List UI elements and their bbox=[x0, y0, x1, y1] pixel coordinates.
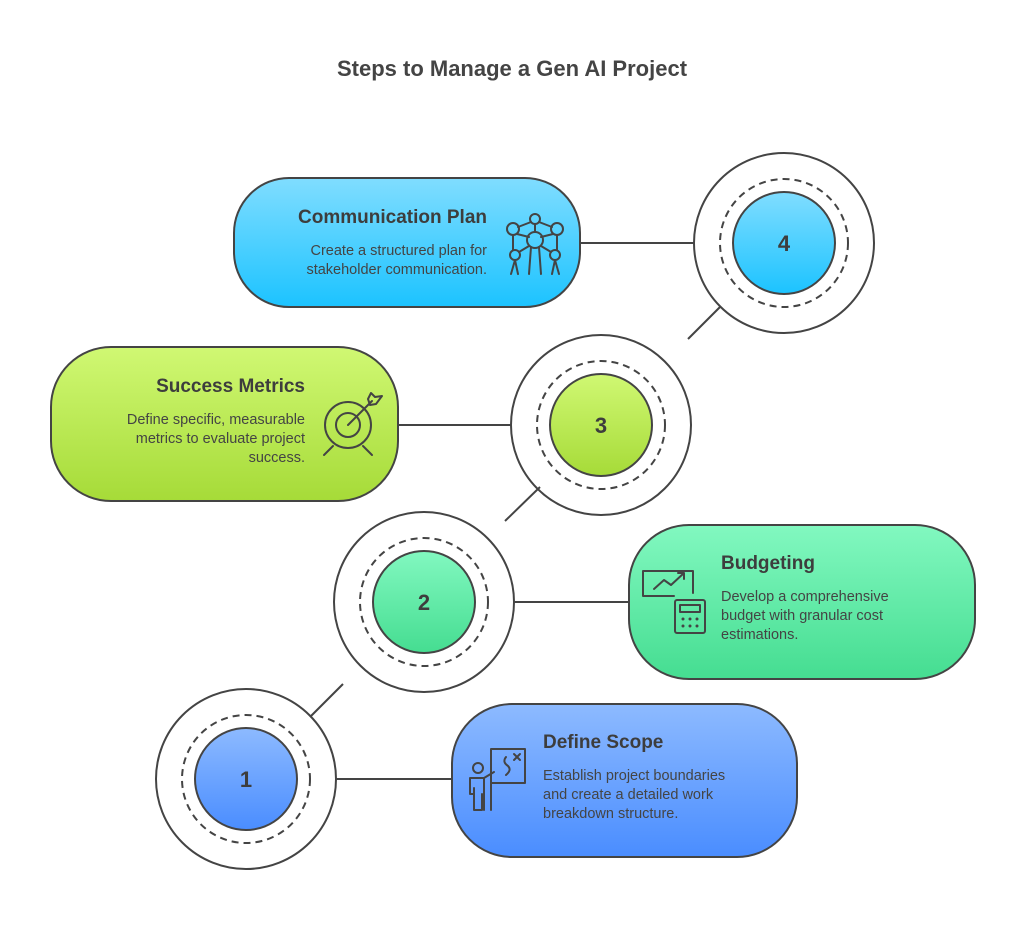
connector-stub bbox=[504, 486, 541, 522]
description-line: metrics to evaluate project bbox=[135, 431, 305, 447]
target-arrow-icon bbox=[323, 392, 383, 456]
step-title: Budgeting bbox=[721, 553, 815, 574]
step-3-number: 3 bbox=[595, 413, 607, 438]
step-2-number: 2 bbox=[418, 590, 430, 615]
step-description: Establish project boundaries and create … bbox=[543, 767, 783, 824]
dashed-ring bbox=[719, 178, 849, 308]
step-title: Communication Plan bbox=[298, 207, 487, 228]
dashed-ring bbox=[359, 537, 489, 667]
step-1-number: 1 bbox=[240, 767, 252, 792]
card-success-metrics bbox=[50, 346, 399, 502]
define-scope-text: Define Scope Establish project boundarie… bbox=[543, 731, 783, 824]
step-title: Success Metrics bbox=[156, 376, 305, 397]
step-3-circle bbox=[549, 373, 653, 477]
card-communication-plan bbox=[233, 177, 581, 308]
chart-calculator-icon bbox=[642, 570, 706, 634]
diagram-title: Steps to Manage a Gen AI Project bbox=[336, 56, 688, 81]
budgeting-text: Budgeting Develop a comprehensive budget… bbox=[721, 552, 961, 645]
description-line: estimations. bbox=[721, 627, 799, 643]
description-line: Define specific, measurable bbox=[126, 412, 305, 428]
outer-ring bbox=[333, 511, 515, 693]
outer-ring bbox=[693, 152, 875, 334]
step-1-circle bbox=[194, 727, 298, 831]
presenter-board-icon bbox=[469, 748, 526, 811]
network-structure-icon bbox=[506, 213, 564, 275]
description-line: budget with granular cost bbox=[721, 608, 884, 624]
connector-stub bbox=[687, 306, 721, 340]
description-line: breakdown structure. bbox=[543, 806, 679, 822]
communication-plan-text: Communication Plan Create a structured p… bbox=[247, 206, 487, 280]
dashed-ring bbox=[536, 360, 666, 490]
description-line: success. bbox=[248, 450, 305, 466]
description-line: stakeholder communication. bbox=[306, 262, 487, 278]
success-metrics-text: Success Metrics Define specific, measura… bbox=[65, 375, 305, 468]
card-define-scope bbox=[451, 703, 798, 858]
step-description: Define specific, measurable metrics to e… bbox=[65, 411, 305, 468]
connector-stub bbox=[309, 683, 344, 718]
step-4-number: 4 bbox=[778, 231, 791, 256]
step-2-circle bbox=[372, 550, 476, 654]
step-4-circle bbox=[732, 191, 836, 295]
card-budgeting bbox=[628, 524, 976, 680]
description-line: Develop a comprehensive bbox=[721, 589, 889, 605]
step-title: Define Scope bbox=[543, 732, 664, 753]
step-description: Develop a comprehensive budget with gran… bbox=[721, 588, 961, 645]
outer-ring bbox=[510, 334, 692, 516]
description-line: Establish project boundaries bbox=[543, 768, 726, 784]
description-line: Create a structured plan for bbox=[310, 243, 487, 259]
description-line: and create a detailed work bbox=[543, 787, 714, 803]
outer-ring bbox=[155, 688, 337, 870]
dashed-ring bbox=[181, 714, 311, 844]
step-description: Create a structured plan for stakeholder… bbox=[247, 242, 487, 280]
